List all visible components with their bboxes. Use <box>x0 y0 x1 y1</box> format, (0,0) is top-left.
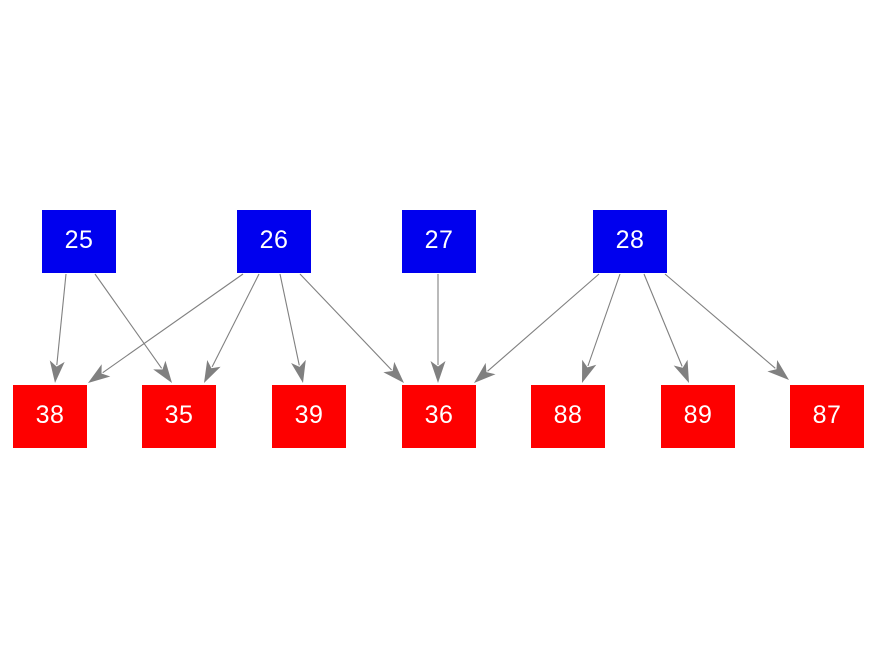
graph-node-36[interactable]: 36 <box>402 385 476 448</box>
graph-edge-arrowhead <box>204 359 221 383</box>
graph-edge-arrowhead <box>582 359 597 383</box>
graph-node-label: 35 <box>164 401 194 429</box>
graph-edge-arrowhead <box>767 360 789 380</box>
graph-edge-line <box>94 273 163 369</box>
graph-node-label: 39 <box>294 401 324 429</box>
graph-node-27[interactable]: 27 <box>402 210 476 273</box>
graph-node-25[interactable]: 25 <box>42 210 116 273</box>
graph-node-35[interactable]: 35 <box>142 385 216 448</box>
graph-edge-line <box>487 273 600 372</box>
graph-edge-arrowhead <box>49 360 65 383</box>
graph-node-26[interactable]: 26 <box>237 210 311 273</box>
graph-edge-line <box>664 273 776 369</box>
graph-edge-line <box>299 273 392 371</box>
graph-node-28[interactable]: 28 <box>593 210 667 273</box>
graph-node-88[interactable]: 88 <box>531 385 605 448</box>
graph-edge-line <box>643 273 683 367</box>
graph-edge-arrowhead <box>673 359 689 383</box>
graph-edge-line <box>102 273 244 374</box>
graph-node-label: 89 <box>683 401 713 429</box>
graph-edge-arrowhead <box>430 361 446 383</box>
graph-node-label: 25 <box>64 226 94 254</box>
graph-node-87[interactable]: 87 <box>790 385 864 448</box>
graph-node-label: 87 <box>812 401 842 429</box>
graph-edge-27-to-36 <box>430 274 446 383</box>
graph-edge-28-to-87 <box>664 273 789 380</box>
graph-edge-arrowhead <box>88 364 111 383</box>
graph-edge-28-to-89 <box>643 273 689 383</box>
graph-edge-line <box>279 273 300 366</box>
graph-edge-26-to-35 <box>204 273 260 383</box>
graph-node-89[interactable]: 89 <box>661 385 735 448</box>
graph-node-label: 27 <box>424 226 454 254</box>
graph-edge-line <box>56 273 67 366</box>
graph-node-label: 26 <box>259 226 289 254</box>
graph-edge-26-to-38 <box>88 273 244 383</box>
graph-edge-26-to-39 <box>279 273 306 383</box>
graph-edge-28-to-88 <box>582 273 621 383</box>
graph-edge-arrowhead <box>474 362 496 383</box>
graph-node-label: 38 <box>35 401 65 429</box>
graph-node-label: 88 <box>553 401 583 429</box>
graph-node-39[interactable]: 39 <box>272 385 346 448</box>
graph-edge-arrowhead <box>291 359 306 383</box>
graph-node-38[interactable]: 38 <box>13 385 87 448</box>
graph-edge-26-to-36 <box>299 273 404 383</box>
graph-edge-line <box>587 273 621 367</box>
graph-node-label: 28 <box>615 226 645 254</box>
graph-edge-arrowhead <box>153 360 172 383</box>
graph-edge-arrowhead <box>383 361 404 383</box>
graph-node-label: 36 <box>424 401 454 429</box>
graph-edge-25-to-35 <box>94 273 172 383</box>
graph-edge-25-to-38 <box>49 273 67 383</box>
graph-edge-28-to-36 <box>474 273 600 383</box>
graph-edge-line <box>211 273 260 368</box>
